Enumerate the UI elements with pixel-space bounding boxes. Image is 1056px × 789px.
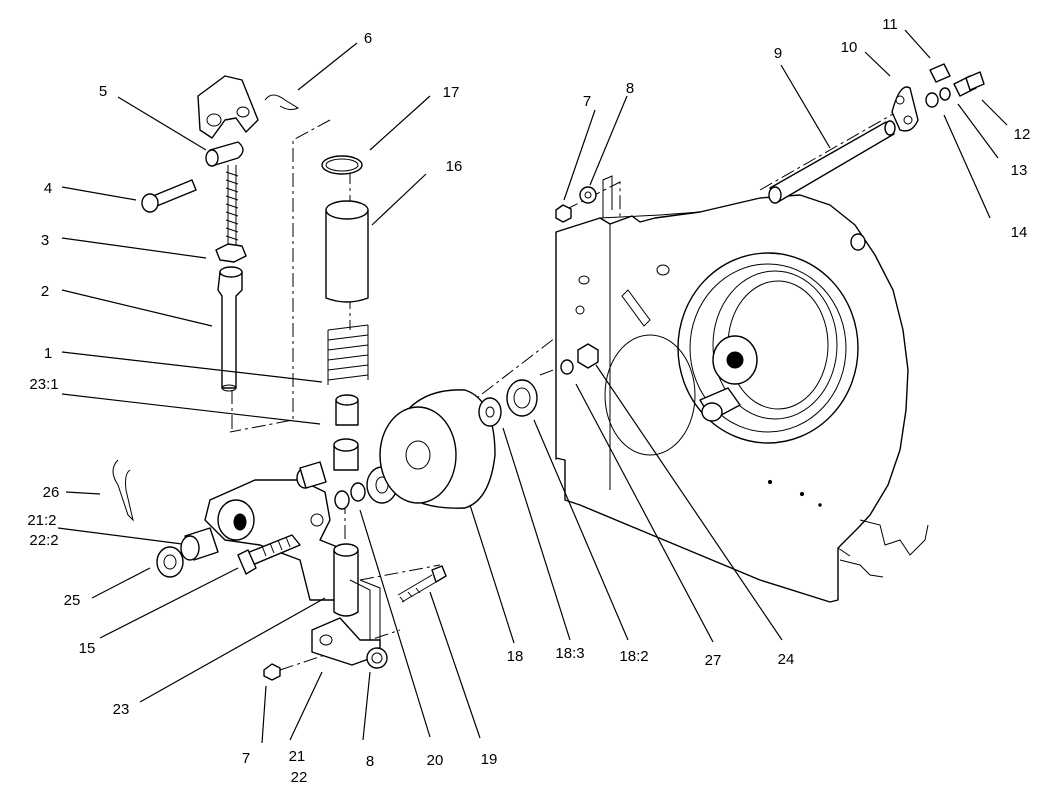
bolt-19 (397, 565, 447, 603)
callout-24: 24 (778, 651, 795, 668)
leader-lines (57, 29, 1008, 744)
carriage-bolt-15 (237, 534, 301, 575)
pulley-assembly-stack (296, 461, 398, 510)
callout-17: 17 (443, 84, 460, 101)
callout-21-22-line-2: 22 (291, 769, 308, 786)
callout-23: 23 (113, 701, 130, 718)
hex-nut-7-upper (555, 204, 572, 223)
callout-27: 27 (705, 652, 722, 669)
sleeve-23 (333, 543, 359, 617)
spacer-21-2 (180, 527, 219, 561)
callout-8-lower: 8 (366, 753, 374, 770)
bracket-6 (197, 75, 259, 139)
ring-17 (321, 155, 363, 175)
callout-labels: 1 2 3 4 5 6 7 7 8 8 9 10 11 12 13 14 15 … (27, 16, 1030, 786)
callout-21-22-2-line-1: 21:2 (27, 512, 56, 529)
hairpin-cotter-6 (264, 94, 300, 111)
callout-20: 20 (427, 752, 444, 769)
hairpin-26 (112, 459, 134, 522)
threaded-rod (225, 165, 239, 245)
callout-18-3: 18:3 (555, 645, 584, 662)
callout-6: 6 (364, 30, 372, 47)
callout-16: 16 (446, 158, 463, 175)
callout-12: 12 (1014, 126, 1031, 143)
callout-7-upper: 7 (583, 93, 591, 110)
callout-10: 10 (841, 39, 858, 56)
callout-18-2: 18:2 (619, 648, 648, 665)
bearing-18-2 (506, 379, 538, 417)
callout-7-lower: 7 (242, 750, 250, 767)
washer-14 (925, 92, 939, 108)
tube-16 (325, 200, 369, 303)
bushing-23-1 (335, 394, 359, 426)
pivot-block-5 (205, 141, 244, 167)
callout-15: 15 (79, 640, 96, 657)
screw-11 (929, 63, 951, 83)
hex-nut-7-lower (263, 663, 281, 681)
washer-8-upper (579, 186, 597, 204)
callout-21-22-2: 21:2 22:2 (27, 512, 60, 549)
callout-1: 1 (44, 345, 52, 362)
callout-5: 5 (99, 83, 107, 100)
callout-19: 19 (481, 751, 498, 768)
callout-26: 26 (43, 484, 60, 501)
callout-9: 9 (774, 45, 782, 62)
clevis-pin-4 (141, 179, 197, 213)
spring-1 (327, 324, 369, 385)
callout-25: 25 (64, 592, 81, 609)
callout-14: 14 (1011, 224, 1028, 241)
callout-21-22-2-line-2: 22:2 (29, 532, 58, 549)
callout-21-22-line-1: 21 (289, 748, 306, 765)
idler-arm-21 (204, 479, 341, 601)
callout-4: 4 (44, 180, 52, 197)
bushing-upper-arm (333, 438, 359, 471)
hex-nut-8-lower (366, 647, 388, 669)
screw-12 (953, 71, 985, 97)
spring-rod-2 (217, 266, 243, 392)
nut-3 (215, 243, 247, 263)
callout-18: 18 (507, 648, 524, 665)
callout-8-upper: 8 (626, 80, 634, 97)
callout-23-1: 23:1 (29, 376, 58, 393)
washer-27 (560, 359, 574, 375)
lower-bracket-21 (311, 579, 381, 666)
washer-13 (939, 87, 951, 101)
callout-2: 2 (41, 283, 49, 300)
housing-plate (555, 175, 929, 603)
callout-11: 11 (882, 16, 898, 33)
nut-24 (577, 343, 599, 369)
pulley-18 (379, 389, 496, 509)
callout-13: 13 (1011, 162, 1028, 179)
washer-25 (156, 546, 184, 578)
callout-3: 3 (41, 232, 49, 249)
plate-10 (891, 86, 919, 132)
washer-18-3 (478, 397, 502, 427)
rod-9 (768, 120, 896, 204)
callout-21-22: 21 22 (289, 748, 310, 786)
